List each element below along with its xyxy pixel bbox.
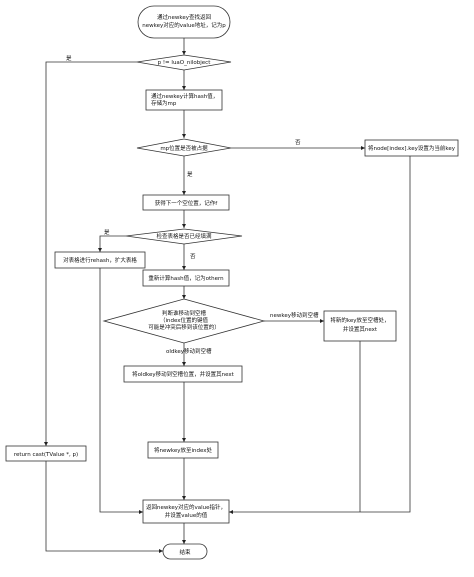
node-check-table-full: 检查表格是否已经填满 (125, 228, 243, 245)
node-move-oldkey-label: 将oldkey移动到空槽位置，并设置其next (132, 370, 235, 378)
edge-label-full-yes: 是 (104, 229, 110, 236)
node-end-label: 结束 (179, 548, 191, 556)
node-return-cast: return cast(TValue *, p) (5, 445, 87, 462)
node-decide-move-line-1: 判断谁移动到空槽 (162, 309, 207, 317)
node-set-key-at-node-label: 将node[index].key设置为当前key (368, 144, 456, 152)
node-decide-move: 判断谁移动到空槽 （index位置的键值 可能是冲突后移到该位置的） (102, 298, 266, 344)
node-check-mp-occupied-label: mp位置是否被占据 (160, 144, 208, 152)
node-move-newkey-line-2: 并设置其next (343, 325, 378, 333)
node-check-nilobject-label: p != luaO_nilobject (158, 60, 212, 66)
node-check-mp-occupied: mp位置是否被占据 (136, 138, 232, 157)
node-get-free-pos: 获得下一个空位置，记作f (142, 194, 230, 211)
node-put-newkey-index-label: 将newkey放至index处 (154, 446, 213, 454)
edge-label-full-no: 否 (190, 253, 196, 260)
edge-label-newkey-to-empty: newkey移动到空槽 (270, 311, 319, 319)
node-recompute-hash: 重新计算hash值，记为othern (142, 269, 230, 287)
node-rehash-label: 对表格进行rehash，扩大表格 (63, 256, 137, 264)
node-start: 通过newkey查找返回 newkey对应的value地址，记为p (137, 5, 231, 39)
edge-label-mp-yes: 是 (187, 171, 193, 178)
node-decide-move-line-3: 可能是冲突后移到该位置的） (148, 323, 220, 331)
node-get-free-pos-label: 获得下一个空位置，记作f (155, 199, 219, 207)
edge-return-cast-to-end (45, 461, 163, 553)
edge-setkey-to-return (229, 156, 411, 514)
node-move-newkey-line-1: 将新的key放至空槽处， (330, 316, 389, 324)
node-set-key-at-node: 将node[index].key设置为当前key (364, 139, 459, 157)
edge-check-yes-to-return-cast (44, 61, 137, 446)
node-start-line-2: newkey对应的value地址，记为p (142, 21, 226, 29)
edge-rehash-to-return (99, 268, 143, 514)
node-return-value-line-2: 并设置value的值 (165, 511, 208, 519)
node-return-value-line-1: 返回newkey对应的value指针， (146, 503, 226, 511)
node-move-oldkey: 将oldkey移动到空槽位置，并设置其next (123, 365, 243, 383)
node-put-newkey-index: 将newkey放至index处 (147, 441, 219, 459)
edge-label-mp-no: 否 (295, 139, 301, 146)
node-check-table-full-label: 检查表格是否已经填满 (156, 232, 212, 240)
edge-full-yes-to-rehash (98, 235, 126, 252)
node-decide-move-line-2: （index位置的键值 (160, 316, 209, 324)
edge-label-check-yes: 是 (66, 55, 72, 62)
node-check-nilobject: p != luaO_nilobject (136, 54, 232, 71)
edges (44, 38, 411, 553)
edge-label-oldkey-to-empty: oldkey移动到空槽 (166, 347, 212, 355)
node-compute-mp-line-2: 存储为mp (151, 99, 177, 107)
node-compute-mp: 通过newkey计算hash值， 存储为mp (145, 89, 223, 111)
node-rehash: 对表格进行rehash，扩大表格 (54, 251, 146, 269)
node-recompute-hash-label: 重新计算hash值，记为othern (148, 274, 224, 282)
node-return-value: 返回newkey对应的value指针， 并设置value的值 (142, 499, 230, 524)
node-compute-mp-line-1: 通过newkey计算hash值， (151, 92, 218, 100)
node-return-cast-label: return cast(TValue *, p) (14, 452, 78, 458)
node-move-newkey: 将新的key放至空槽处， 并设置其next (323, 310, 397, 342)
node-end: 结束 (162, 543, 208, 560)
node-start-line-1: 通过newkey查找返回 (157, 13, 211, 21)
